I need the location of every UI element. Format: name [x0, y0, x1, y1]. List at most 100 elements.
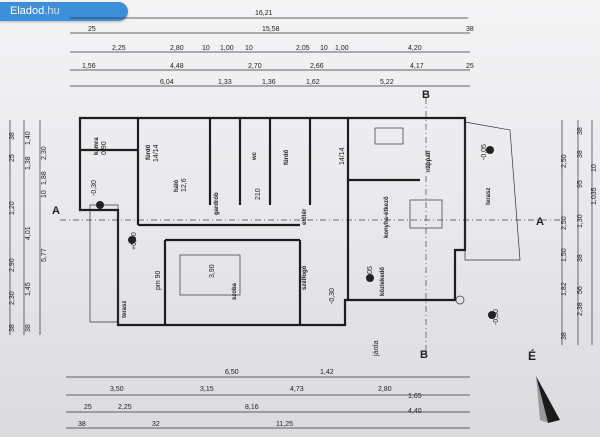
dim-top-19: 25	[466, 63, 474, 70]
dim-right-1: 38	[577, 127, 584, 135]
room-szelfogo: szélfogó	[302, 265, 308, 290]
room-furdo-2-area: 14/14	[339, 147, 346, 165]
dim-top-17: 2,66	[310, 63, 324, 70]
level-marks: -0,30 -0,05 +0,00 -0,05 -0,30 -0,30	[91, 144, 500, 325]
room-kozlekedo: közlekedő	[380, 267, 386, 296]
dim-left-14: 38	[9, 324, 16, 332]
dim-left-11: 2,90	[9, 258, 16, 272]
dim-left-3: 1,40	[25, 131, 32, 145]
dim-top-10: 2,05	[296, 45, 310, 52]
room-halo-area: 12,6	[181, 178, 188, 192]
dim-top-12: 1,00	[335, 45, 349, 52]
section-marker-b-top: B	[422, 89, 430, 101]
dim-top-6: 2,80	[170, 45, 184, 52]
dim-right-7: 2,50	[561, 216, 568, 230]
section-marker-a-left: A	[52, 205, 60, 217]
room-szoba: szoba	[232, 282, 238, 300]
dim-left-8: 1,20	[9, 201, 16, 215]
dim-right-3: 38	[577, 150, 584, 158]
left-dimensions: 38 25 1,40 1,38 2,30 1,88 10 1,20 4,01 5…	[9, 131, 48, 332]
dim-top-20: 6,04	[160, 79, 174, 86]
bottom-dimensions: 6,50 3,50 3,15 4,73 1,42 2,80 8,16 1,65 …	[78, 369, 422, 428]
right-dimensions: 38 2,50 38 10 95 1,035 2,50 1,30 38 1,50…	[561, 127, 598, 340]
dim-right-5: 95	[577, 180, 584, 188]
watermark-brand: Eladod	[10, 5, 45, 17]
dim-right-4: 10	[591, 164, 598, 172]
north-label: É	[528, 348, 536, 363]
dim-right-14: 38	[561, 332, 568, 340]
level-mark-1: -0,30	[91, 180, 98, 196]
room-furdo-2: fürdő	[284, 149, 290, 165]
dim-top-21: 1,33	[218, 79, 232, 86]
dim-top-15: 4,48	[170, 63, 184, 70]
door-label-b: 210	[255, 188, 262, 200]
dim-top-9: 10	[245, 45, 253, 52]
dim-left-6: 1,88	[41, 171, 48, 185]
dim-bottom-13: 32	[152, 421, 160, 428]
dim-bottom-1: 6,50	[225, 369, 239, 376]
dim-top-1: 16,21	[255, 10, 273, 17]
level-mark-4: -0,05	[367, 266, 374, 282]
room-kamra: kamra	[94, 137, 100, 155]
dim-left-10: 5,77	[41, 248, 48, 262]
room-kamra-area: 0,90	[101, 141, 108, 155]
dim-bottom-8: 1,65	[408, 393, 422, 400]
dim-top-4: 38	[466, 26, 474, 33]
dimension-lines	[9, 17, 593, 429]
section-marker-a-right: A	[536, 216, 544, 228]
entrance-label: járda	[373, 340, 380, 357]
dim-left-12: 1,45	[25, 282, 32, 296]
dim-top-13: 4,20	[408, 45, 422, 52]
door-label-a: pm 90	[155, 270, 162, 290]
dim-left-13: 2,30	[9, 291, 16, 305]
dim-bottom-14: 11,25	[276, 421, 293, 428]
room-gardrob: gardrób	[214, 192, 220, 215]
dim-left-1: 38	[9, 132, 16, 140]
watermark-badge: Eladod.hu	[0, 2, 128, 21]
dim-left-5: 2,30	[41, 146, 48, 160]
dim-bottom-12: 38	[78, 421, 86, 428]
watermark-tld: .hu	[44, 5, 60, 17]
level-mark-icons	[96, 146, 496, 319]
room-furdo-1: fürdő	[146, 144, 152, 160]
room-wc: wc	[252, 151, 258, 161]
dim-bottom-11: 4,40	[408, 408, 422, 415]
dim-top-5: 2,25	[112, 45, 126, 52]
dim-top-7: 10	[202, 45, 210, 52]
room-furdo-1-area: 14/14	[153, 144, 160, 162]
dim-bottom-5: 1,42	[320, 369, 334, 376]
level-mark-2: -0,05	[481, 144, 488, 160]
dim-bottom-10: 25	[84, 404, 92, 411]
room-eloter: előtér	[302, 208, 308, 225]
dim-top-2: 25	[88, 26, 96, 33]
dim-bottom-2: 3,50	[110, 386, 124, 393]
dim-left-15: 38	[25, 324, 32, 332]
dim-bottom-4: 4,73	[290, 386, 304, 393]
dim-bottom-7: 8,16	[245, 404, 259, 411]
dim-top-23: 1,62	[306, 79, 320, 86]
room-nappali: nappali	[426, 151, 432, 172]
dim-top-18: 4,17	[410, 63, 424, 70]
top-dimensions: 16,21 25 15,58 38 2,25 2,80 10 1,00 10 2…	[82, 10, 474, 86]
level-mark-6: -0,30	[329, 288, 336, 304]
north-arrow-icon	[536, 376, 560, 423]
level-mark-5: -0,30	[493, 309, 500, 325]
room-terasz-right: terasz	[486, 188, 492, 205]
dim-right-9: 38	[577, 254, 584, 262]
dim-left-4: 1,38	[25, 156, 32, 170]
room-konyha-etkezo: konyha-étkező	[384, 196, 390, 238]
dim-top-11: 10	[320, 45, 328, 52]
dim-top-3: 15,58	[262, 26, 280, 33]
room-halo: háló	[174, 179, 180, 192]
dim-right-11: 1,82	[561, 282, 568, 296]
dim-right-2: 2,50	[561, 154, 568, 168]
dim-left-2: 25	[9, 154, 16, 162]
dim-top-14: 1,56	[82, 63, 96, 70]
dim-left-9: 4,01	[25, 226, 32, 240]
dim-top-22: 1,36	[262, 79, 276, 86]
room-labels: kamra 0,90 fürdő 14/14 háló 12,6 gardrób…	[94, 137, 492, 318]
dim-right-6: 1,035	[591, 187, 598, 205]
section-marker-b-bottom: B	[420, 349, 428, 361]
